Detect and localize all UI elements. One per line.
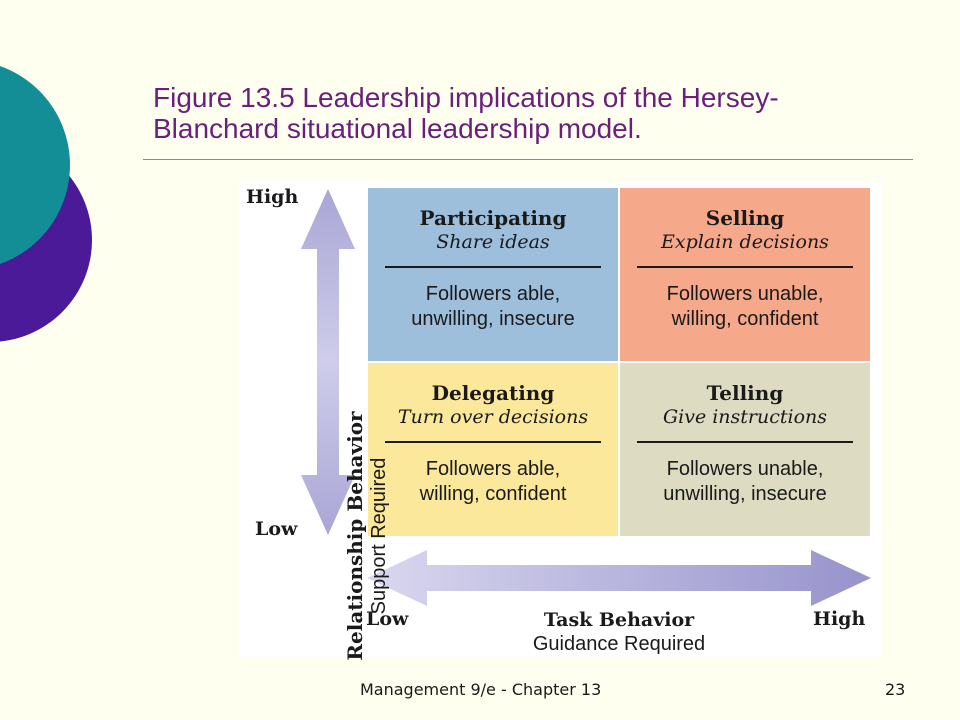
quadrant-desc-line-2: willing, confident <box>671 308 819 330</box>
quadrant-desc-line-1: Followers able, <box>425 458 561 480</box>
quadrant-divider <box>637 266 853 268</box>
quadrant-name: Telling <box>706 381 784 405</box>
quadrant-participating: Participating Share ideas Followers able… <box>368 188 618 361</box>
x-axis-label: Task Behavior <box>543 609 695 631</box>
y-axis-label: Relationship Behavior <box>343 411 367 661</box>
quadrant-telling: Telling Give instructions Followers unab… <box>620 363 870 536</box>
y-axis-low-label: Low <box>255 518 298 540</box>
quadrant-style: Explain decisions <box>661 231 829 253</box>
slide-title: Figure 13.5 Leadership implications of t… <box>153 82 913 144</box>
quadrant-delegating: Delegating Turn over decisions Followers… <box>368 363 618 536</box>
page-number: 23 <box>885 680 906 699</box>
quadrant-desc-line-2: unwilling, insecure <box>663 483 827 505</box>
quadrant-divider <box>637 441 853 443</box>
x-axis-title: Task Behavior Guidance Required <box>499 608 739 656</box>
quadrant-desc-line-1: Followers able, <box>425 283 561 305</box>
quadrant-name: Participating <box>419 206 567 230</box>
title-divider <box>143 159 913 160</box>
situational-leadership-figure: Participating Share ideas Followers able… <box>239 182 881 661</box>
quadrant-desc-line-1: Followers unable, <box>666 458 824 480</box>
x-axis-high-label: High <box>813 608 866 630</box>
teal-circle <box>0 66 70 264</box>
slide-decoration <box>0 66 92 342</box>
vertical-arrow <box>301 189 355 535</box>
quadrant-name: Delegating <box>431 381 555 405</box>
quadrant-selling: Selling Explain decisions Followers unab… <box>620 188 870 361</box>
quadrant-name: Selling <box>705 206 785 230</box>
quadrant-style: Give instructions <box>662 406 828 428</box>
quadrant-divider <box>385 441 601 443</box>
x-axis-low-label: Low <box>366 608 409 630</box>
quadrant-divider <box>385 266 601 268</box>
quadrant-style: Share ideas <box>436 231 550 253</box>
y-axis-sublabel: Support Required <box>368 457 390 615</box>
title-line-2: Blanchard situational leadership model. <box>153 113 642 144</box>
x-axis-sublabel: Guidance Required <box>532 633 706 655</box>
quadrant-desc-line-2: unwilling, insecure <box>411 308 575 330</box>
y-axis-title: Relationship Behavior Support Required <box>343 396 391 676</box>
title-line-1: Figure 13.5 Leadership implications of t… <box>153 82 779 113</box>
footer-text: Management 9/e - Chapter 13 <box>360 680 602 699</box>
quadrant-desc-line-2: willing, confident <box>419 483 567 505</box>
horizontal-arrow <box>367 550 871 606</box>
quadrant-style: Turn over decisions <box>397 406 589 428</box>
quadrant-desc-line-1: Followers unable, <box>666 283 824 305</box>
y-axis-high-label: High <box>246 186 299 208</box>
